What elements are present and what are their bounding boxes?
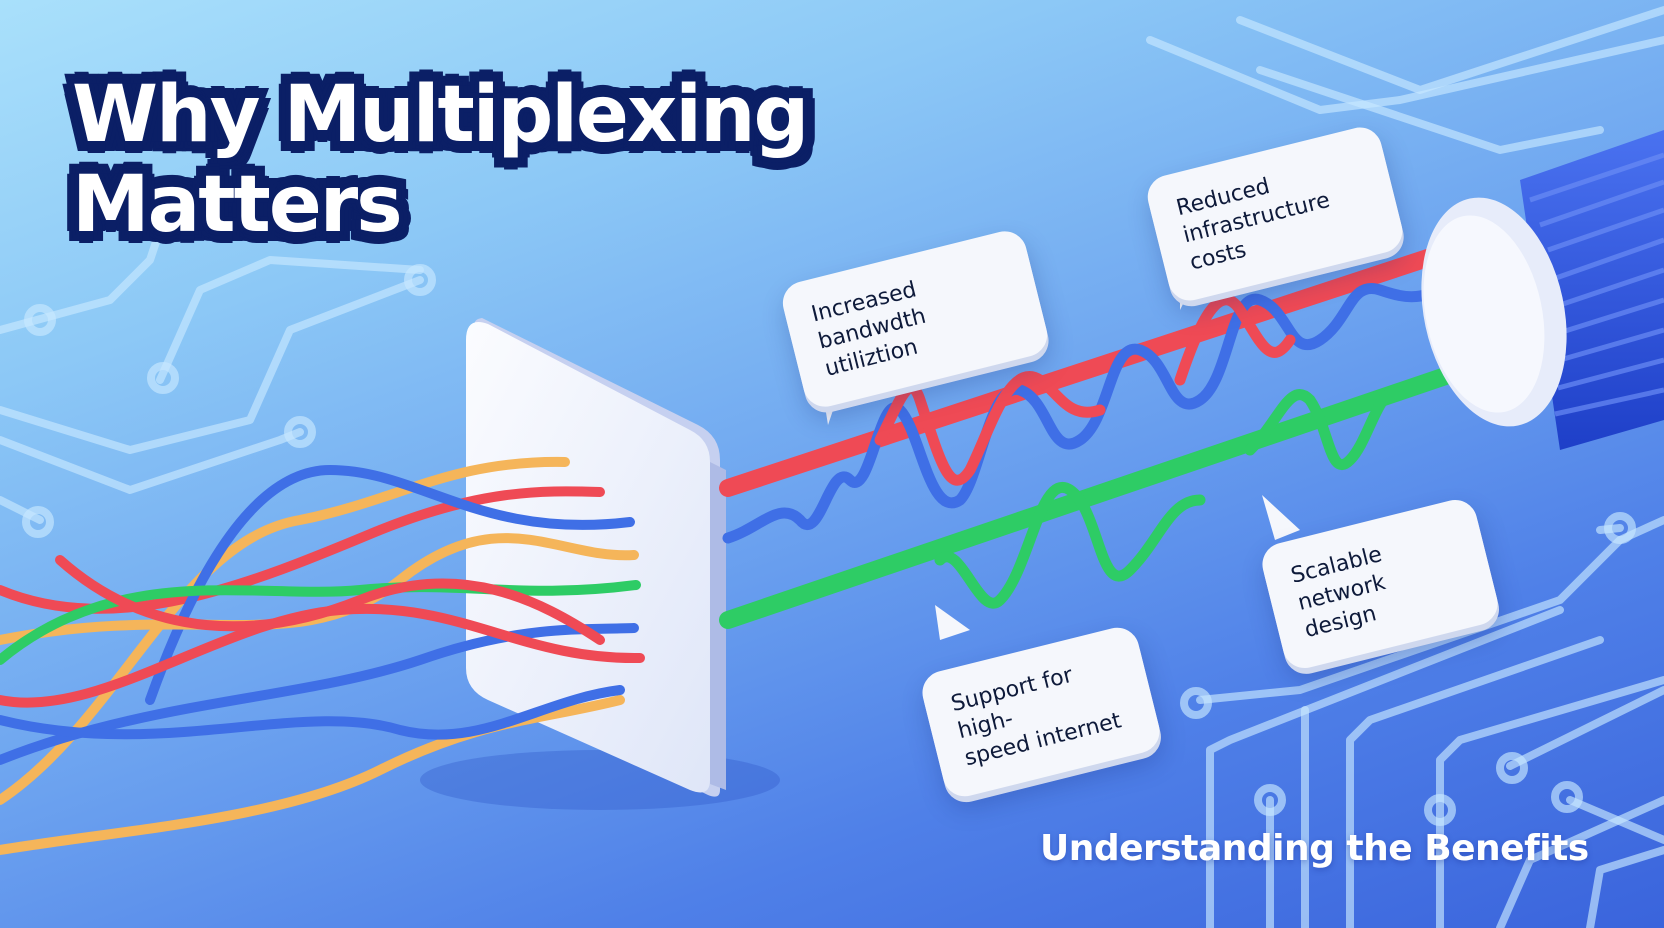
- output-channels: [719, 241, 1531, 629]
- circuit-traces: [0, 6, 1664, 928]
- input-signals: [0, 456, 645, 855]
- subtitle: Understanding the Benefits: [1040, 828, 1589, 869]
- fiber-cable: [1421, 130, 1664, 450]
- title-line-1: Why Multiplexing: [72, 70, 809, 160]
- multiplexer-panel: [466, 318, 726, 797]
- title-line-2: Matters: [72, 160, 403, 250]
- page-title: Why Multiplexing Matters: [72, 70, 809, 250]
